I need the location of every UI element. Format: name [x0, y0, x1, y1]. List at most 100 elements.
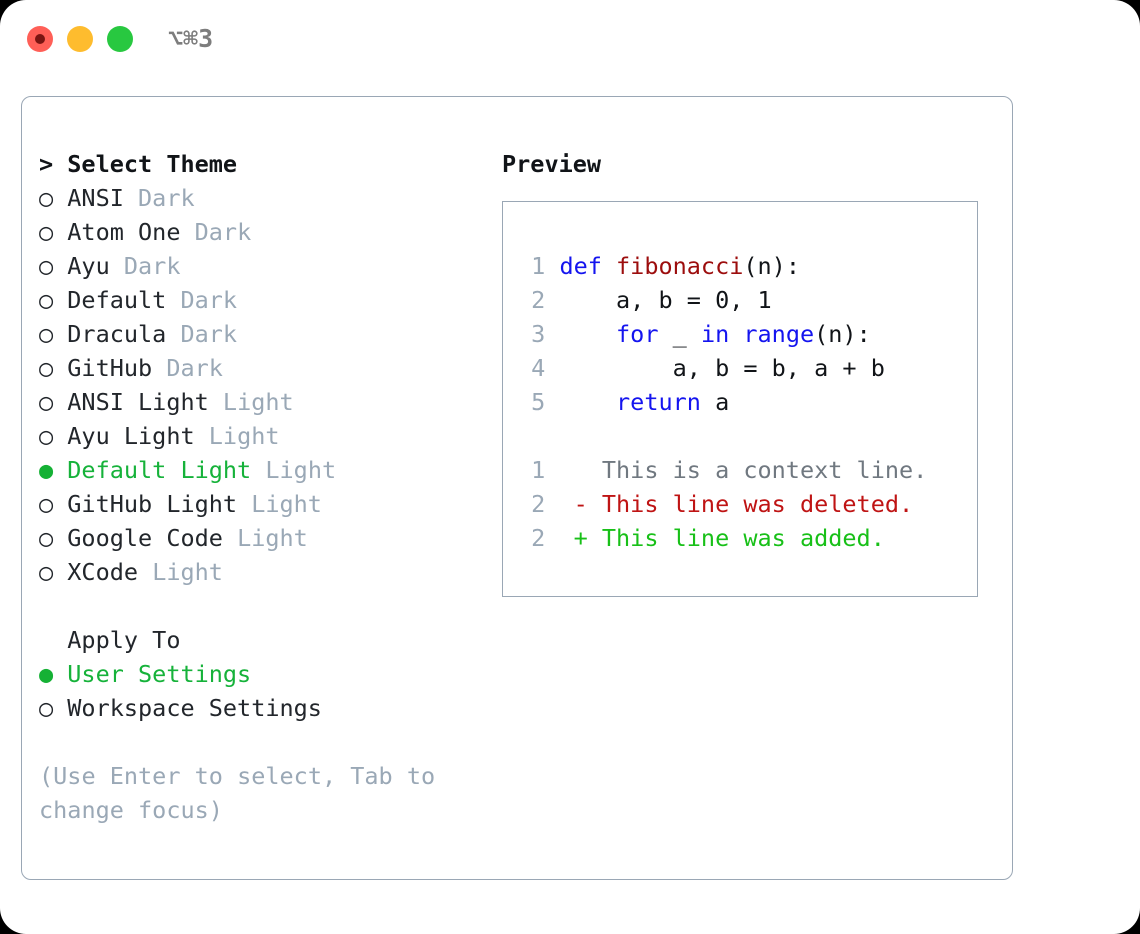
theme-list-item[interactable]: ○ GitHub Dark: [39, 351, 479, 385]
code-token: (n):: [743, 252, 800, 280]
theme-name-label: ANSI: [67, 184, 124, 212]
spacer: [138, 558, 152, 586]
radio-unselected-icon[interactable]: ○: [39, 320, 68, 348]
code-token: (n):: [814, 320, 871, 348]
spacer: [237, 490, 251, 518]
code-token: a, b = 0, 1: [559, 286, 772, 314]
theme-list-item[interactable]: ○ Ayu Dark: [39, 249, 479, 283]
code-token: [559, 388, 616, 416]
code-token: for: [616, 320, 659, 348]
spacer: [195, 422, 209, 450]
radio-unselected-icon[interactable]: ○: [39, 558, 68, 586]
code-token: _: [658, 320, 701, 348]
theme-name-label: Atom One: [67, 218, 181, 246]
radio-unselected-icon[interactable]: ○: [39, 252, 68, 280]
line-number: 1: [531, 252, 546, 280]
theme-list-item[interactable]: ○ Google Code Light: [39, 521, 479, 555]
apply-to-header: Apply To: [39, 623, 479, 657]
theme-list-item[interactable]: ○ Atom One Dark: [39, 215, 479, 249]
line-number: 2: [531, 286, 546, 314]
spacer: [166, 286, 180, 314]
diff-line: 2 + This line was added.: [517, 521, 967, 555]
close-icon: [35, 34, 45, 44]
theme-variant-badge: Light: [251, 490, 322, 518]
theme-variant-badge: Light: [265, 456, 337, 484]
theme-list-item[interactable]: ○ ANSI Dark: [39, 181, 479, 215]
spacer: [152, 354, 166, 382]
radio-unselected-icon[interactable]: ○: [39, 184, 68, 212]
theme-list-item[interactable]: ○ Ayu Light Light: [39, 419, 479, 453]
window-maximize-button[interactable]: [107, 26, 133, 52]
code-token: + This line was added.: [559, 524, 885, 552]
code-line: 4 a, b = b, a + b: [517, 351, 967, 385]
theme-list-item[interactable]: ○ Dracula Dark: [39, 317, 479, 351]
theme-variant-badge: Dark: [180, 286, 238, 314]
code-token: fibonacci: [616, 252, 744, 280]
theme-list-item[interactable]: ● Default Light Light: [39, 453, 479, 487]
gutter-gap: [545, 524, 559, 552]
radio-selected-icon[interactable]: ●: [39, 456, 68, 484]
theme-list-item[interactable]: ○ GitHub Light Light: [39, 487, 479, 521]
theme-name-label: XCode: [67, 558, 139, 586]
theme-name-label: Default: [67, 286, 167, 314]
code-line: 2 a, b = 0, 1: [517, 283, 967, 317]
code-line: 3 for _ in range(n):: [517, 317, 967, 351]
window-minimize-button[interactable]: [67, 26, 93, 52]
code-token: [559, 320, 616, 348]
line-number: 2: [531, 524, 546, 552]
spacer: [180, 218, 194, 246]
window-close-button[interactable]: [27, 26, 53, 52]
theme-name-label: Default Light: [67, 456, 252, 484]
code-token: This is a context line.: [559, 456, 928, 484]
theme-name-label: ANSI Light: [67, 388, 209, 416]
theme-name-label: GitHub Light: [67, 490, 238, 518]
line-number: 3: [531, 320, 546, 348]
gutter-gap: [545, 456, 559, 484]
radio-unselected-icon[interactable]: ○: [39, 524, 68, 552]
spacer: [251, 456, 265, 484]
theme-variant-badge: Light: [152, 558, 223, 586]
line-number: 4: [531, 354, 546, 382]
diff-line: 1 This is a context line.: [517, 453, 967, 487]
diff-line: 2 - This line was deleted.: [517, 487, 967, 521]
theme-variant-badge: Dark: [138, 184, 195, 212]
radio-selected-icon[interactable]: ●: [39, 660, 68, 688]
code-token: return: [616, 388, 701, 416]
radio-unselected-icon[interactable]: ○: [39, 490, 68, 518]
spacer: [223, 524, 237, 552]
theme-variant-badge: Dark: [194, 218, 252, 246]
radio-unselected-icon[interactable]: ○: [39, 218, 68, 246]
theme-variant-badge: Light: [237, 524, 308, 552]
radio-unselected-icon[interactable]: ○: [39, 354, 68, 382]
theme-list-header-label: Select Theme: [67, 150, 238, 178]
code-token: range: [743, 320, 815, 348]
apply-to-section: Apply To ● User Settings○ Workspace Sett…: [39, 623, 479, 725]
gutter-gap: [545, 354, 559, 382]
apply-to-header-prefix: [39, 623, 67, 657]
theme-list-item[interactable]: ○ Default Dark: [39, 283, 479, 317]
theme-list-item[interactable]: ○ ANSI Light Light: [39, 385, 479, 419]
apply-to-item[interactable]: ● User Settings: [39, 657, 479, 691]
spacer: [209, 388, 223, 416]
gutter-gap: [545, 286, 559, 314]
spacer: [124, 184, 138, 212]
keyboard-hint-text: (Use Enter to select, Tab to change focu…: [39, 762, 450, 824]
radio-unselected-icon[interactable]: ○: [39, 422, 68, 450]
theme-name-label: GitHub: [67, 354, 153, 382]
radio-unselected-icon[interactable]: ○: [39, 388, 68, 416]
theme-variant-badge: Dark: [180, 320, 238, 348]
radio-unselected-icon[interactable]: ○: [39, 694, 68, 722]
keyboard-shortcut-label: ⌥⌘3: [168, 24, 214, 53]
theme-list-item[interactable]: ○ XCode Light: [39, 555, 479, 589]
window-titlebar: ⌥⌘3: [0, 0, 1140, 78]
radio-unselected-icon[interactable]: ○: [39, 286, 68, 314]
apply-to-item[interactable]: ○ Workspace Settings: [39, 691, 479, 725]
code-token: def: [559, 252, 617, 280]
code-token: in: [700, 320, 730, 348]
hint-block: (Use Enter to select, Tab to change focu…: [39, 759, 479, 827]
line-number: 1: [531, 456, 546, 484]
apply-to-label: User Settings: [67, 660, 252, 688]
